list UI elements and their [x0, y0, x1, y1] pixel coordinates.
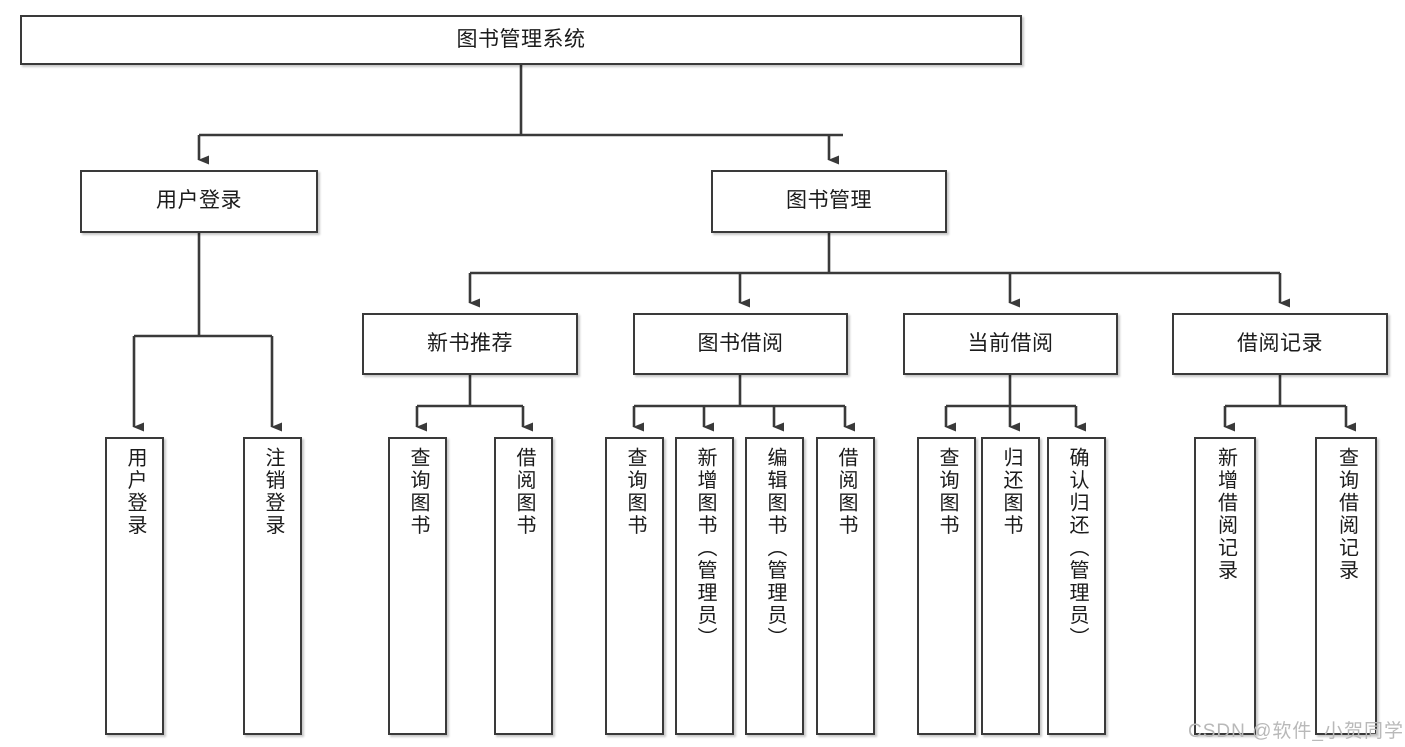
node-new-book-recommend[interactable]: 新书推荐: [362, 313, 578, 375]
node-borrow-record[interactable]: 借阅记录: [1172, 313, 1388, 375]
node-label: 借阅图书: [835, 447, 857, 537]
node-leaf-book-borrow-2[interactable]: 编辑图书（管理员）: [745, 437, 804, 735]
node-label: 新增图书（管理员）: [694, 447, 716, 650]
node-leaf-borrow-record-1[interactable]: 查询借阅记录: [1315, 437, 1377, 735]
node-leaf-user-login-0[interactable]: 用户登录: [105, 437, 164, 735]
node-label: 当前借阅: [967, 331, 1054, 355]
node-label: 借阅记录: [1237, 331, 1323, 355]
node-label: 借阅图书: [513, 447, 535, 537]
node-label: 归还图书: [1000, 447, 1022, 537]
node-label: 用户登录: [156, 189, 242, 213]
node-leaf-borrow-record-0[interactable]: 新增借阅记录: [1194, 437, 1256, 735]
node-label: 新增借阅记录: [1214, 447, 1237, 582]
node-label: 图书管理: [786, 189, 872, 213]
node-label: 查询图书: [407, 447, 429, 537]
node-leaf-new-book-0[interactable]: 查询图书: [388, 437, 447, 735]
node-current-borrow[interactable]: 当前借阅: [903, 313, 1118, 375]
node-label: 查询图书: [624, 447, 646, 537]
node-leaf-new-book-1[interactable]: 借阅图书: [494, 437, 553, 735]
node-leaf-book-borrow-3[interactable]: 借阅图书: [816, 437, 875, 735]
node-label: 图书管理系统: [456, 27, 586, 51]
node-label: 图书借阅: [697, 331, 784, 355]
node-leaf-current-borrow-1[interactable]: 归还图书: [981, 437, 1040, 735]
node-leaf-book-borrow-0[interactable]: 查询图书: [605, 437, 664, 735]
node-root-system[interactable]: 图书管理系统: [20, 15, 1022, 65]
watermark-text: CSDN @软件_小贺同学: [1188, 721, 1404, 742]
node-leaf-current-borrow-2[interactable]: 确认归还（管理员）: [1047, 437, 1106, 735]
node-label: 编辑图书（管理员）: [764, 447, 786, 650]
node-label: 用户登录: [124, 447, 146, 537]
node-leaf-user-login-1[interactable]: 注销登录: [243, 437, 302, 735]
node-leaf-book-borrow-1[interactable]: 新增图书（管理员）: [675, 437, 734, 735]
node-label: 查询借阅记录: [1335, 447, 1358, 582]
node-leaf-current-borrow-0[interactable]: 查询图书: [917, 437, 976, 735]
node-user-login[interactable]: 用户登录: [80, 170, 318, 233]
node-label: 注销登录: [262, 447, 284, 537]
node-book-borrow[interactable]: 图书借阅: [633, 313, 848, 375]
node-label: 查询图书: [936, 447, 958, 537]
node-label: 新书推荐: [427, 331, 513, 355]
node-book-management[interactable]: 图书管理: [711, 170, 947, 233]
node-label: 确认归还（管理员）: [1066, 447, 1088, 650]
